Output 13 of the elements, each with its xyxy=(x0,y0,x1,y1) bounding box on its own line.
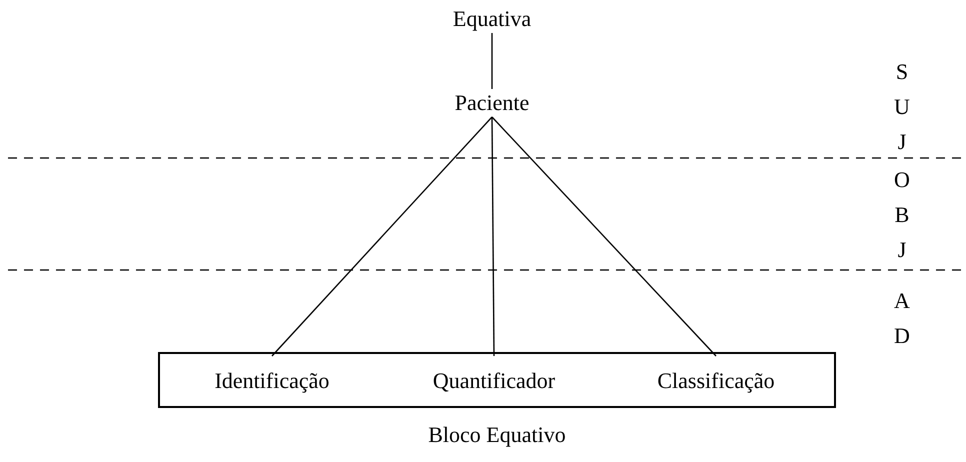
vertical-zone-label: SUJ xyxy=(893,58,911,156)
node-label: Identificação xyxy=(214,368,330,394)
node-label: Classificação xyxy=(657,368,775,394)
block-heading: Bloco Equativo xyxy=(427,422,567,448)
node-label: Paciente xyxy=(454,90,530,116)
vertical-zone-label: AD xyxy=(893,287,911,350)
node-label: Quantificador xyxy=(432,368,556,394)
node-label: Equativa xyxy=(452,6,532,32)
connector-line xyxy=(492,116,716,356)
vertical-zone-label: OBJ xyxy=(893,166,911,264)
connector-line xyxy=(491,33,493,89)
connector-line xyxy=(491,117,495,356)
connector-line xyxy=(272,116,492,356)
